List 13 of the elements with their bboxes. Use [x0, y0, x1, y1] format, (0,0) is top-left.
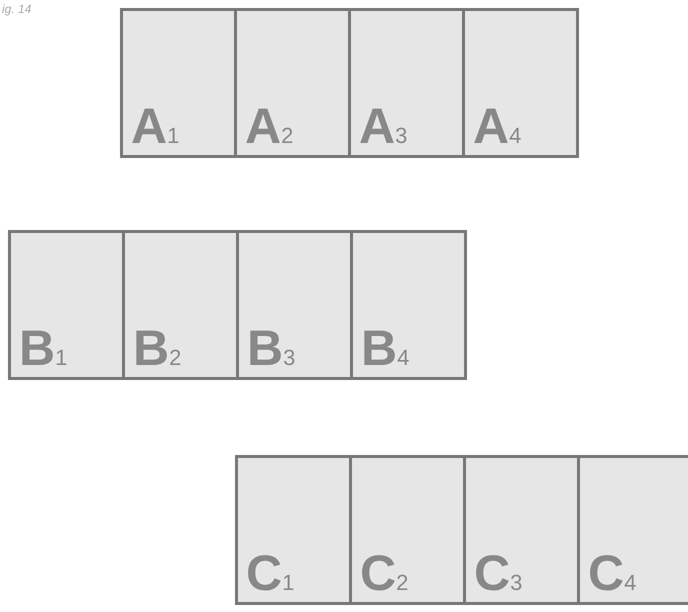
letter-cell	[236, 230, 353, 380]
letter-cell	[577, 455, 688, 605]
letter-cell	[349, 455, 466, 605]
letter-cell	[350, 230, 467, 380]
letter-cell	[122, 230, 239, 380]
letter-cell	[348, 8, 465, 158]
letter-cell	[235, 455, 352, 605]
letter-cell	[234, 8, 351, 158]
letter-cell	[462, 8, 579, 158]
letter-cell	[8, 230, 125, 380]
letter-cell	[463, 455, 580, 605]
figure-number: ig. 14	[2, 2, 32, 16]
letter-cell	[120, 8, 237, 158]
